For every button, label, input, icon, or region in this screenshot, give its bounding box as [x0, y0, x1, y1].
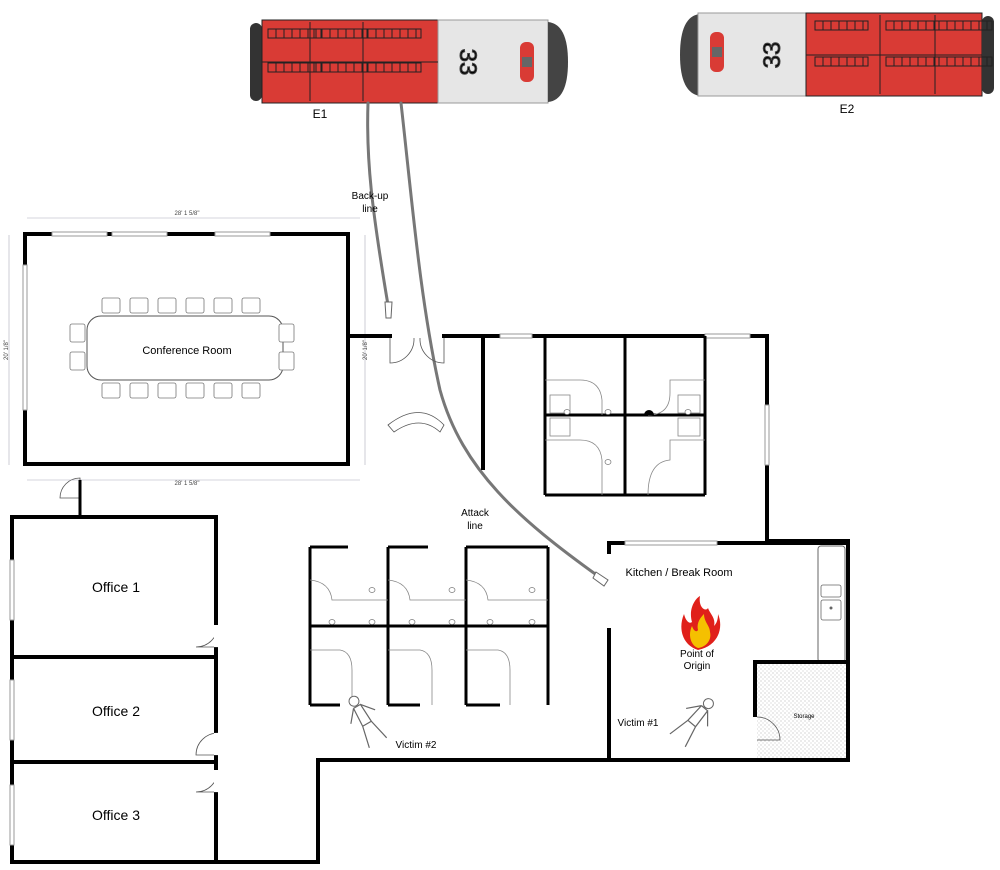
e2-label: E2: [840, 102, 855, 116]
kitchen-label: Kitchen / Break Room: [626, 567, 733, 579]
cubicle-cluster-lower: [308, 545, 550, 707]
victim-1-figure[interactable]: [666, 690, 723, 750]
office-3-label: Office 3: [92, 807, 140, 823]
conf-width-top: 28' 1 5/8": [175, 211, 200, 217]
fire-engine-e2[interactable]: 33: [680, 12, 994, 97]
storage-label: Storage: [793, 714, 815, 720]
attack-line-hose: [399, 101, 600, 578]
backup-nozzle: [384, 301, 393, 319]
conference-room-label: Conference Room: [142, 345, 231, 357]
backup-line-hose: [366, 101, 390, 307]
conf-height-left: 20' 1/8": [4, 340, 10, 360]
office-1-label: Office 1: [92, 579, 140, 595]
conference-room[interactable]: [8, 217, 366, 518]
attack-line-label-1: Attack: [461, 508, 490, 519]
building-walls: [9, 333, 850, 864]
e2-number: 33: [759, 42, 786, 69]
office-2-label: Office 2: [92, 703, 140, 719]
attack-nozzle: [592, 571, 609, 587]
e1-number: 33: [454, 49, 481, 76]
attack-line-label-2: line: [467, 521, 483, 532]
point-of-origin-label-1: Point of: [680, 649, 714, 660]
backup-line-label-2: line: [362, 204, 378, 215]
conf-height-right: 20' 1/8": [363, 340, 369, 360]
e1-label: E1: [313, 107, 328, 121]
victim-1-label: Victim #1: [618, 718, 659, 729]
kitchen-break-room[interactable]: [607, 540, 850, 762]
conf-width-bottom: 28' 1 5/8": [175, 481, 200, 487]
storage-room[interactable]: [756, 664, 846, 758]
fire-icon: [681, 596, 721, 650]
cubicle-cluster-upper: [543, 336, 707, 497]
point-of-origin-label-2: Origin: [684, 661, 711, 672]
backup-line-label-1: Back-up: [352, 191, 389, 202]
victim-2-label: Victim #2: [396, 740, 437, 751]
victim-2-figure[interactable]: [338, 689, 391, 751]
fire-engine-e1[interactable]: 33: [250, 19, 568, 104]
